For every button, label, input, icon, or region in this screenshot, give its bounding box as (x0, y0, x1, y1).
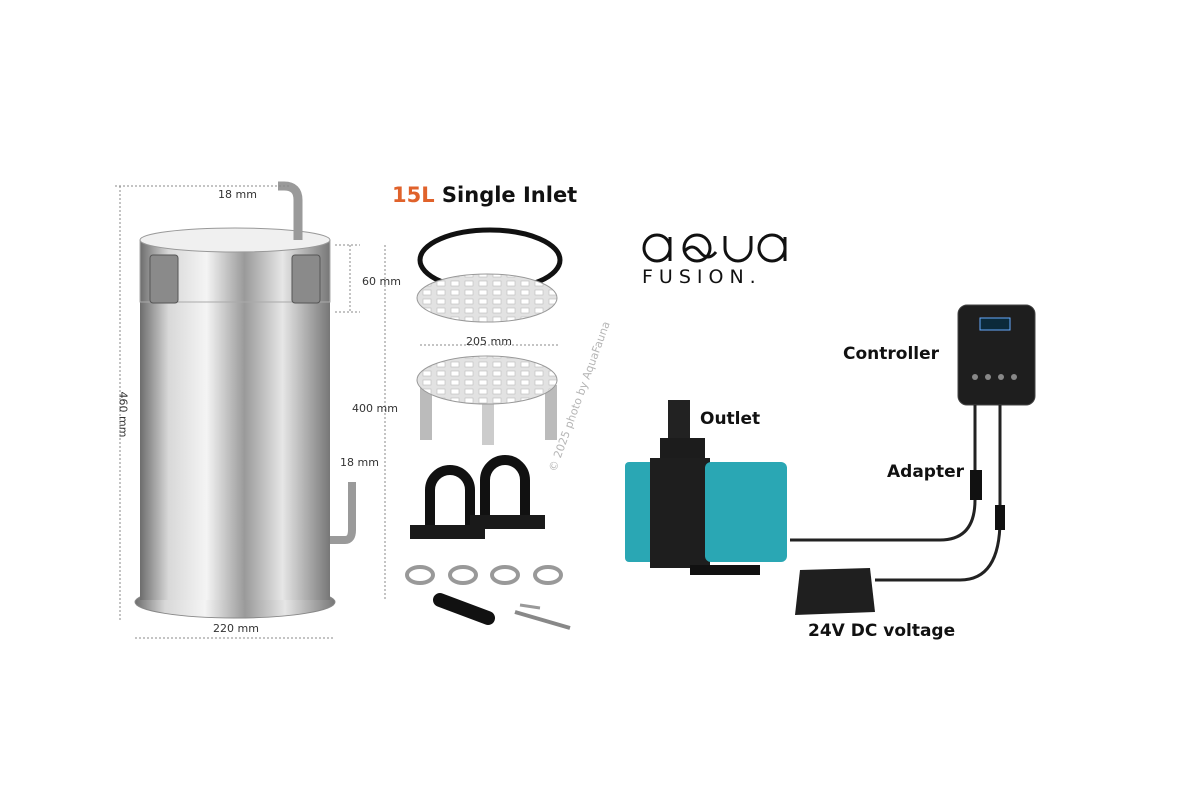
dim-base-diameter: 220 mm (213, 622, 259, 635)
dim-plate-diameter: 205 mm (466, 335, 512, 348)
aquafusion-logo (642, 233, 787, 263)
filter-parts (405, 227, 571, 630)
label-adapter: Adapter (887, 462, 965, 482)
label-controller: Controller (843, 344, 940, 364)
product-title: 15L Single Inlet (392, 183, 578, 207)
label-voltage: 24V DC voltage (808, 621, 956, 641)
logo-text: FUSION. (642, 266, 762, 288)
power-adapter (795, 568, 875, 615)
dim-total-height: 460 mm (116, 391, 130, 438)
dim-outlet-diameter: 18 mm (340, 456, 379, 469)
dim-inlet-diameter: 18 mm (218, 188, 257, 201)
controller-device (957, 304, 1036, 406)
pump (625, 400, 787, 575)
dim-lid-height: 60 mm (362, 275, 401, 288)
label-outlet: Outlet (700, 409, 761, 429)
dim-body-height: 400 mm (352, 402, 398, 415)
canister (134, 181, 356, 619)
